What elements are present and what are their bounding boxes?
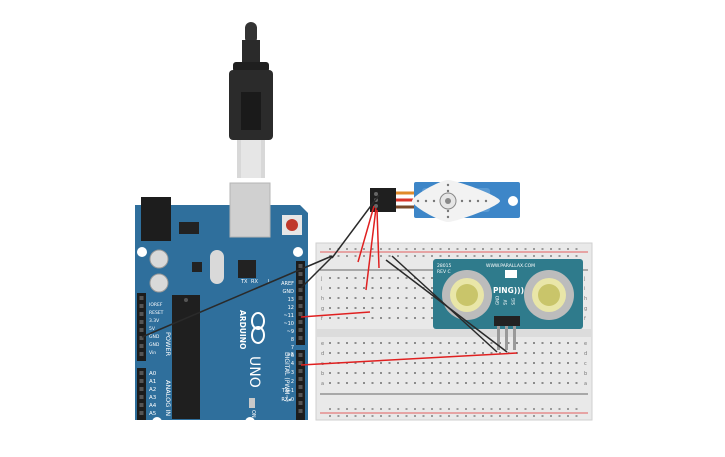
- servo-motor: [370, 180, 520, 222]
- digital-pin-label: ~9: [287, 329, 294, 335]
- on-led-label: ON: [250, 410, 256, 418]
- row-letter: e: [584, 341, 587, 347]
- digital-pin-label: AREF: [281, 281, 294, 287]
- row-letter: h: [584, 296, 587, 302]
- sensor-revision: REV C: [437, 269, 451, 275]
- row-letter: g: [321, 306, 324, 312]
- power-pin-label: GND: [149, 334, 160, 340]
- wires: [141, 194, 518, 366]
- sensor-pin-header: [494, 316, 520, 350]
- row-letter: a: [584, 381, 587, 387]
- digital-pin-label: GND: [283, 289, 295, 295]
- wire-pin12-red: [300, 311, 371, 318]
- digital-pin-label: 2: [291, 379, 294, 385]
- power-pin-label: GND: [149, 342, 160, 348]
- row-letter: i: [321, 286, 322, 292]
- servo-horn: [416, 183, 488, 219]
- digital-pin-label: ~6: [287, 353, 294, 359]
- digital-pin-label: 8: [291, 337, 294, 343]
- wire-gnd2-black: [300, 255, 334, 289]
- analog-pin-label: A0: [149, 371, 157, 377]
- tx-led-label: TX: [240, 279, 248, 285]
- analog-pin-label: A5: [149, 411, 157, 417]
- wire-servo-signal: [365, 207, 377, 291]
- sensor-brand: PING))): [493, 286, 524, 295]
- digital-pin-label: ~5: [287, 352, 294, 358]
- row-letter: b: [321, 371, 324, 377]
- digital-pin-labels: AREF GND 13 12 ~11 ~10 ~9 8 7 ~6~5 4 ~3 2TX▹1RX◂0: [281, 281, 294, 403]
- analog-pin-label: A2: [149, 387, 156, 393]
- digital-pin-label: 4: [291, 361, 294, 367]
- row-letter: j: [583, 276, 585, 282]
- digital-pin-label: ~3: [287, 370, 294, 376]
- row-letter: g: [584, 306, 587, 312]
- wire-servo-5v: [357, 205, 375, 263]
- power-pin-label: Vin: [149, 350, 156, 356]
- wire-gnd-black: [141, 255, 333, 338]
- row-letter: e: [321, 341, 324, 347]
- analog-pin-label: A3: [149, 395, 157, 401]
- sensor-part-number: 28015: [437, 263, 451, 269]
- row-letter: d: [321, 351, 324, 357]
- row-letter: c: [584, 361, 587, 367]
- analog-pin-label: A1: [149, 379, 156, 385]
- digital-pin-label: 12: [288, 305, 294, 311]
- digital-pin-label: ~11: [283, 313, 294, 319]
- digital-pwm-label: DIGITAL (PWM~): [283, 352, 290, 402]
- wire-pin6-red: [300, 352, 518, 366]
- row-letter: d: [584, 351, 587, 357]
- digital-pin-label: ~10: [283, 321, 294, 327]
- row-letter: b: [584, 371, 587, 377]
- uno-model-text: UNO: [246, 356, 262, 388]
- analog-pin-label: A4: [149, 403, 157, 409]
- rx-led-label: RX: [251, 279, 258, 285]
- row-letter: h: [321, 296, 324, 302]
- row-letter: i: [584, 286, 585, 292]
- wire-servo-power: [376, 209, 380, 269]
- ping-ultrasonic-sensor: WWW.PARALLAX.COM 28015 REV C PING))) GND…: [433, 259, 583, 350]
- power-pin-label: IOREF: [149, 302, 163, 308]
- analog-in-label: ANALOG IN: [164, 380, 172, 416]
- row-letter: f: [321, 316, 323, 322]
- digital-pin-label: 13: [288, 297, 294, 303]
- power-pin-label: 5V: [149, 326, 156, 332]
- digital-pin-label: TX▹1: [281, 388, 294, 394]
- power-label: POWER: [164, 332, 172, 357]
- sensor-act-led: [505, 270, 517, 278]
- row-letter: j: [320, 276, 322, 282]
- power-pin-labels: IOREF RESET 3.3V 5V GND GND Vin: [149, 302, 164, 356]
- wire-servo-gnd: [331, 194, 380, 259]
- digital-pin-label: 7: [291, 345, 294, 351]
- on-led: [249, 398, 255, 408]
- arduino-logo: [251, 312, 265, 344]
- row-letter: f: [584, 316, 586, 322]
- sensor-pin-label: SIG: [511, 298, 516, 305]
- power-pin-label: 3.3V: [149, 318, 160, 324]
- wire-sensor-5v: [385, 259, 508, 353]
- row-letter: a: [321, 381, 324, 387]
- sensor-pin-label: GND: [495, 296, 500, 305]
- header-pins: [139, 264, 303, 415]
- digital-pin-label: RX◂0: [281, 397, 294, 403]
- power-pin-label: RESET: [149, 310, 164, 316]
- sensor-pin-label: 5V: [503, 299, 508, 305]
- usb-cable: [229, 22, 273, 178]
- sensor-url: WWW.PARALLAX.COM: [486, 263, 535, 269]
- arduino-brand-text: ARDUINO: [238, 310, 247, 349]
